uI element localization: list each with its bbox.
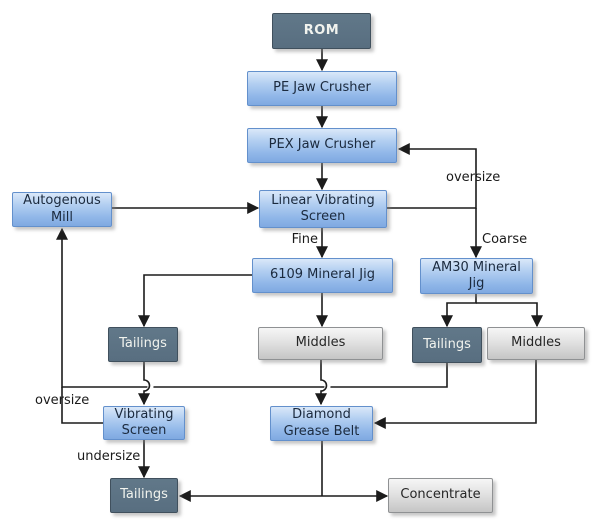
- connector-am30-to-middles: [476, 302, 543, 328]
- node-pex-jaw-crusher: PEX Jaw Crusher: [247, 128, 397, 163]
- connector-middles2-to-dgb: [373, 360, 537, 429]
- edge-label-oversize-to-mill: oversize: [35, 393, 90, 408]
- node-diamond-grease-belt: Diamond Grease Belt: [270, 406, 373, 441]
- node-vibrating-screen: Vibrating Screen: [103, 406, 185, 440]
- edge-label-fine: Fine: [291, 232, 318, 247]
- node-tailings-from-6109: Tailings: [108, 327, 178, 362]
- edge-label-coarse: Coarse: [482, 232, 528, 247]
- node-am30-mineral-jig: AM30 Mineral Jig: [420, 258, 533, 294]
- edge-label-oversize-to-pex: oversize: [446, 170, 501, 185]
- connector-vs-oversize-merge: [61, 387, 103, 424]
- connector-lvs-oversize-to-pex: [387, 143, 477, 209]
- edge-label-undersize: undersize: [77, 449, 141, 464]
- connector-middles1-to-dgb: [315, 360, 328, 406]
- connector-tailings1-to-vs: [138, 362, 151, 406]
- node-middles-from-am30: Middles: [487, 327, 585, 360]
- node-rom: ROM: [272, 13, 371, 49]
- node-linear-vibrating-screen: Linear Vibrating Screen: [259, 190, 387, 228]
- node-middles-from-6109: Middles: [258, 327, 383, 360]
- connector-tailings2-to-automill: [56, 227, 448, 388]
- node-pe-jaw-crusher: PE Jaw Crusher: [247, 71, 397, 106]
- node-tailings-from-am30: Tailings: [412, 327, 482, 363]
- node-6109-mineral-jig: 6109 Mineral Jig: [252, 258, 393, 293]
- connector-6109-to-tailings: [138, 274, 252, 328]
- node-tailings-final: Tailings: [110, 478, 178, 513]
- node-autogenous-mill: Autogenous Mill: [12, 192, 112, 227]
- connector-am30-to-tailings: [441, 294, 477, 328]
- node-concentrate: Concentrate: [388, 478, 493, 513]
